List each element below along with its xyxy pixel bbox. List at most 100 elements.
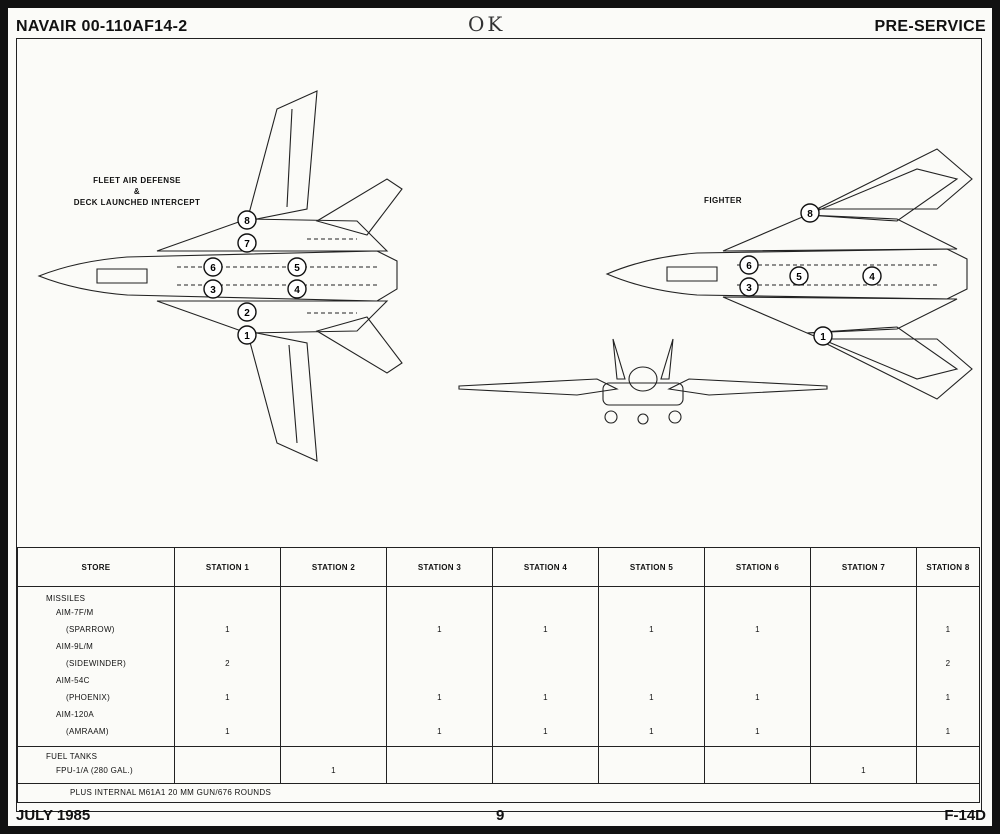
station-1-fuel-cell — [174, 746, 281, 784]
aircraft-front-view — [458, 338, 828, 425]
svg-text:6: 6 — [746, 261, 752, 272]
station-value: 1 — [755, 625, 760, 634]
station-1-missile-cell: 1 2 1 1 — [174, 586, 281, 747]
station-value: 1 — [649, 693, 654, 702]
station-3-missile-cell: 1 1 1 — [386, 586, 493, 747]
station-value: 1 — [437, 727, 442, 736]
station-6-fuel-cell — [704, 746, 811, 784]
store-subname: (SIDEWINDER) — [66, 659, 127, 668]
station-value: 1 — [945, 727, 951, 736]
table-note-row: PLUS INTERNAL M61A1 20 MM GUN/676 ROUNDS — [17, 783, 980, 803]
station-value — [175, 762, 280, 779]
station-value: 1 — [649, 625, 654, 634]
station-value — [493, 762, 598, 779]
store-name: FPU-1/A (280 GAL.) — [56, 766, 133, 775]
station-5-fuel-cell — [598, 746, 705, 784]
diagram-label-fighter: FIGHTER — [704, 196, 742, 205]
table-row-fuel: FUEL TANKS FPU-1/A (280 GAL.) 1 1 — [17, 746, 980, 784]
station-value: 1 — [225, 693, 230, 702]
station-value: 1 — [543, 625, 548, 634]
svg-text:8: 8 — [244, 216, 250, 227]
station-value — [917, 762, 979, 779]
stations-right: 8 6 3 5 4 1 — [739, 203, 882, 346]
store-subname: (SPARROW) — [66, 625, 115, 634]
station-value — [705, 762, 810, 779]
handwritten-note: OK — [468, 12, 506, 36]
column-header-store: STORE — [17, 547, 175, 587]
store-name: AIM-120A — [56, 710, 94, 719]
aircraft-diagram: 8 7 6 3 5 4 2 1 — [37, 90, 973, 462]
station-value: 2 — [945, 659, 951, 668]
column-header-station-6: STATION 6 — [704, 547, 811, 587]
table-header-row: STORE STATION 1 STATION 2 STATION 3 STAT… — [17, 547, 980, 587]
station-value: 1 — [945, 625, 951, 634]
station-value: 2 — [225, 659, 230, 668]
store-subname: (PHOENIX) — [66, 693, 111, 702]
store-names-missiles: MISSILES AIM-7F/M (SPARROW) AIM-9L/M (SI… — [17, 586, 175, 747]
svg-text:3: 3 — [210, 285, 216, 296]
station-value — [493, 655, 598, 672]
station-8-fuel-cell — [916, 746, 980, 784]
station-value: 1 — [543, 727, 548, 736]
stations-left: 8 7 6 3 5 4 2 1 — [203, 210, 307, 345]
station-value: 1 — [225, 727, 230, 736]
svg-text:1: 1 — [820, 332, 826, 343]
table-note: PLUS INTERNAL M61A1 20 MM GUN/676 ROUNDS — [17, 783, 980, 803]
column-header-station-7: STATION 7 — [810, 547, 917, 587]
station-value — [705, 655, 810, 672]
section-title: PRE-SERVICE — [874, 18, 986, 35]
station-2-fuel-cell: 1 — [280, 746, 387, 784]
station-value: 1 — [331, 766, 336, 775]
page-number: 9 — [496, 807, 505, 824]
column-header-station-4: STATION 4 — [492, 547, 599, 587]
station-value — [387, 762, 492, 779]
station-value: 1 — [543, 693, 548, 702]
station-value — [387, 655, 492, 672]
column-header-station-1: STATION 1 — [174, 547, 281, 587]
station-value: 1 — [437, 625, 442, 634]
column-header-station-2: STATION 2 — [280, 547, 387, 587]
station-value — [281, 723, 386, 740]
station-value — [599, 655, 704, 672]
store-subname: (AMRAAM) — [66, 727, 109, 736]
svg-text:5: 5 — [796, 272, 802, 283]
svg-text:2: 2 — [244, 308, 250, 319]
store-names-fuel: FUEL TANKS FPU-1/A (280 GAL.) — [17, 746, 175, 784]
document-sheet: NAVAIR 00-110AF14-2 OK PRE-SERVICE 8 7 6… — [8, 8, 992, 826]
station-7-missile-cell — [810, 586, 917, 747]
category-label: MISSILES — [46, 594, 86, 603]
diagram-label-fleet-air-defense: FLEET AIR DEFENSE & DECK LAUNCHED INTERC… — [73, 176, 201, 207]
store-name: AIM-9L/M — [56, 642, 94, 651]
column-header-station-3: STATION 3 — [386, 547, 493, 587]
store-loading-table: STORE STATION 1 STATION 2 STATION 3 STAT… — [17, 547, 980, 803]
svg-text:1: 1 — [244, 331, 250, 342]
footer-date: JULY 1985 — [16, 807, 91, 824]
station-4-missile-cell: 1 1 1 — [492, 586, 599, 747]
table-row-missiles: MISSILES AIM-7F/M (SPARROW) AIM-9L/M (SI… — [17, 586, 980, 747]
category-label: FUEL TANKS — [46, 752, 98, 761]
station-value — [281, 621, 386, 638]
station-value — [599, 762, 704, 779]
content-frame: 8 7 6 3 5 4 2 1 — [16, 38, 982, 812]
station-value — [281, 655, 386, 672]
station-value — [811, 621, 916, 638]
store-name: AIM-7F/M — [56, 608, 94, 617]
aircraft-designation: F-14D — [944, 807, 986, 824]
station-7-fuel-cell: 1 — [810, 746, 917, 784]
store-name: AIM-54C — [56, 676, 90, 685]
station-value: 1 — [225, 625, 230, 634]
svg-text:6: 6 — [210, 263, 216, 274]
svg-text:5: 5 — [294, 263, 300, 274]
station-value: 1 — [437, 693, 442, 702]
station-4-fuel-cell — [492, 746, 599, 784]
document-number: NAVAIR 00-110AF14-2 — [16, 18, 188, 35]
svg-text:8: 8 — [807, 209, 813, 220]
column-header-station-8: STATION 8 — [916, 547, 980, 587]
station-value: 1 — [755, 693, 760, 702]
svg-text:7: 7 — [244, 239, 250, 250]
aircraft-planform-swept — [605, 148, 973, 400]
